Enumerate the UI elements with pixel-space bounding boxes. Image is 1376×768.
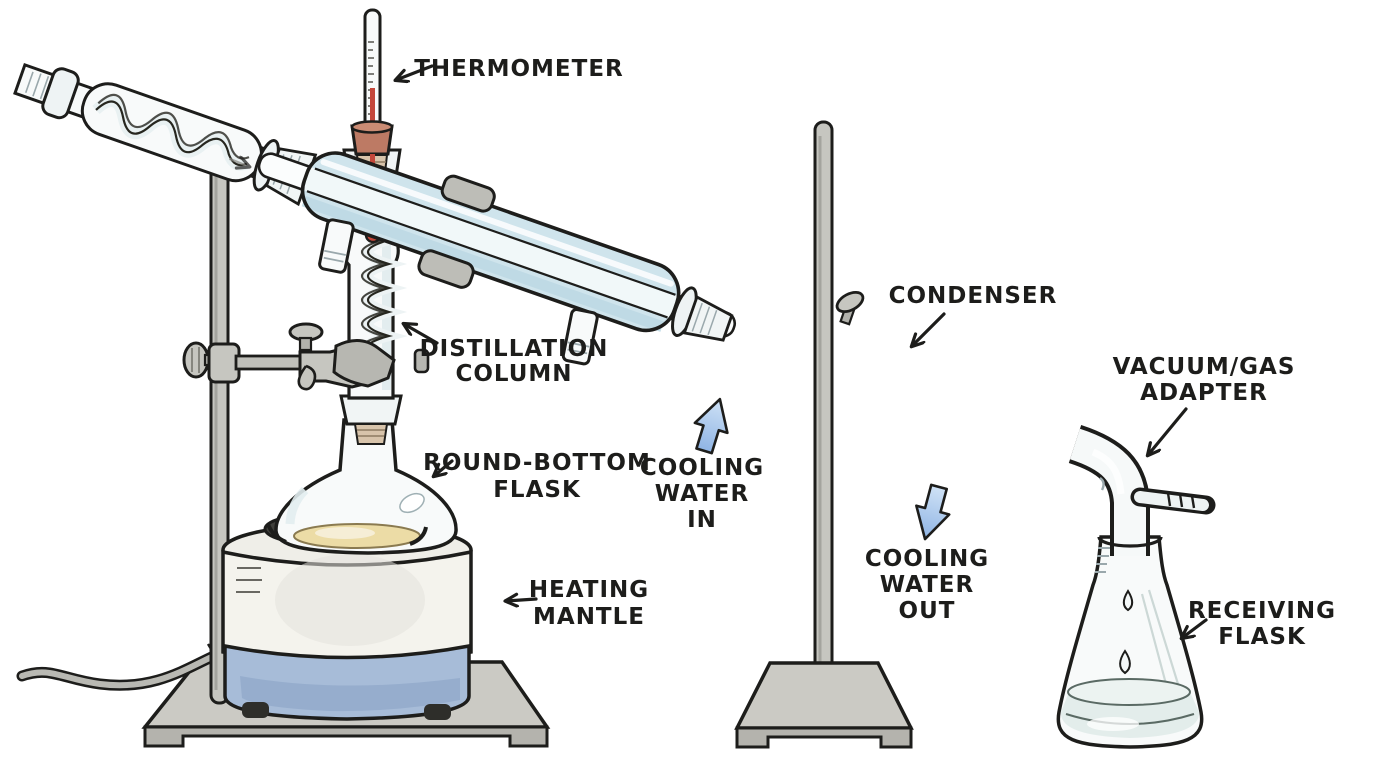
column-joint-cone	[353, 423, 389, 445]
label-heating-mantle-2: MANTLE	[533, 604, 645, 630]
label-round-bottom-flask-2: FLASK	[493, 477, 581, 503]
joint-cone-3	[682, 295, 734, 342]
right-stand-base-foot	[735, 726, 913, 749]
label-heating-mantle-1: HEATING	[529, 577, 649, 603]
mantle-foot-left	[242, 702, 269, 718]
thermometer-arrow	[396, 64, 434, 80]
left-clamp	[182, 322, 430, 391]
label-cooling-water-in-2: WATER	[655, 481, 749, 507]
right-stand-base	[734, 661, 914, 730]
left-stand-base-foot	[143, 725, 549, 748]
label-cooling-water-out-1: COOLING	[865, 546, 989, 572]
boss-head	[207, 342, 241, 384]
right-stand-rod	[813, 120, 834, 694]
round-bottom-flask	[266, 418, 458, 555]
vacuum-gas-adapter	[1068, 424, 1216, 556]
stand-clamp-jaw-top	[440, 174, 496, 213]
thermometer-fluid-upper	[370, 88, 375, 124]
clamp-jaw	[332, 339, 396, 388]
flask-bulb	[274, 418, 458, 555]
receiving-flask-neck	[1095, 536, 1163, 573]
cork-top	[350, 120, 394, 134]
label-round-bottom-flask-1: ROUND-BOTTOM	[423, 450, 651, 476]
flask-arrow	[434, 459, 454, 476]
mantle-hatch	[236, 567, 262, 593]
label-cooling-water-in-1: COOLING	[640, 455, 764, 481]
labels: THERMOMETER DISTILLATION COLUMN ROUND-BO…	[414, 56, 1336, 650]
mantle-arrow	[506, 599, 538, 601]
rim-crescent-left	[266, 523, 287, 544]
column-joint-cup	[339, 394, 403, 426]
cooling-water-in-port	[318, 218, 355, 274]
neck-ribs	[1095, 547, 1110, 573]
label-cooling-water-out-3: OUT	[899, 598, 956, 624]
vapor-flow-arrow	[228, 159, 249, 167]
droplet-2	[1119, 649, 1131, 675]
receiving-flask	[1056, 535, 1204, 749]
label-vacuum-gas-adapter-1: VACUUM/GAS	[1113, 354, 1296, 380]
label-receiving-flask-2: FLASK	[1218, 624, 1306, 650]
cone-ribs-3	[691, 302, 718, 336]
column-spiral	[361, 235, 408, 358]
label-vacuum-gas-adapter-2: ADAPTER	[1140, 380, 1268, 406]
joint-ring-1	[41, 67, 80, 120]
glass-sheen	[285, 486, 309, 525]
receiving-flask-arrow	[1182, 618, 1208, 638]
vapor-wave	[92, 93, 250, 171]
tube-ribs	[24, 71, 50, 100]
band-shade	[240, 676, 460, 712]
adapter-detail	[1099, 477, 1105, 491]
glass-highlight	[399, 492, 425, 514]
liquid-highlight-2	[1087, 717, 1139, 731]
water-shade	[301, 195, 664, 332]
mantle-shade	[275, 554, 425, 646]
right-stand	[734, 120, 914, 749]
inner-wall-top	[314, 167, 676, 296]
label-condenser: CONDENSER	[889, 283, 1058, 309]
mantle-foot-right	[424, 704, 451, 720]
neck-rim-front	[1097, 536, 1163, 548]
inner-wall-bottom	[306, 190, 668, 319]
heating-mantle	[221, 509, 473, 721]
clamp-jaw-tip	[413, 348, 430, 374]
liquid-surface	[1067, 678, 1191, 706]
clamp-lever	[297, 364, 317, 391]
flask-streaks	[1140, 589, 1180, 685]
adapter-arrow	[1148, 407, 1188, 455]
label-thermometer: THERMOMETER	[414, 56, 624, 82]
condenser-arrow	[912, 312, 946, 346]
label-receiving-flask-1: RECEIVING	[1188, 598, 1336, 624]
liquid-highlight	[315, 527, 375, 539]
inner-tube-visible	[301, 166, 680, 319]
cooling-water-out-arrow	[915, 483, 951, 541]
label-cooling-water-out-2: WATER	[880, 572, 974, 598]
screw-stem	[298, 336, 313, 352]
label-distillation-column-2: COLUMN	[455, 361, 572, 387]
cooling-water-in-arrow	[693, 397, 729, 455]
column-shade	[382, 200, 391, 390]
label-distillation-column-1: DISTILLATION	[420, 336, 609, 362]
joint-ribs	[357, 429, 385, 437]
label-arrows	[396, 64, 1208, 638]
glass-train	[13, 62, 737, 366]
cooling-water-out-port	[561, 308, 599, 366]
adapter-highlight	[1091, 448, 1125, 495]
label-cooling-water-in-3: IN	[687, 507, 717, 533]
rim-crescent-right	[409, 526, 428, 546]
droplet-1	[1122, 589, 1134, 612]
knurl	[191, 347, 200, 373]
barb-ribs	[1166, 492, 1196, 509]
clamp-wing-screw	[835, 290, 865, 326]
stand-clamp-jaw-bottom	[417, 249, 475, 289]
column-arrow	[404, 324, 439, 345]
jacket-highlight	[320, 159, 674, 287]
